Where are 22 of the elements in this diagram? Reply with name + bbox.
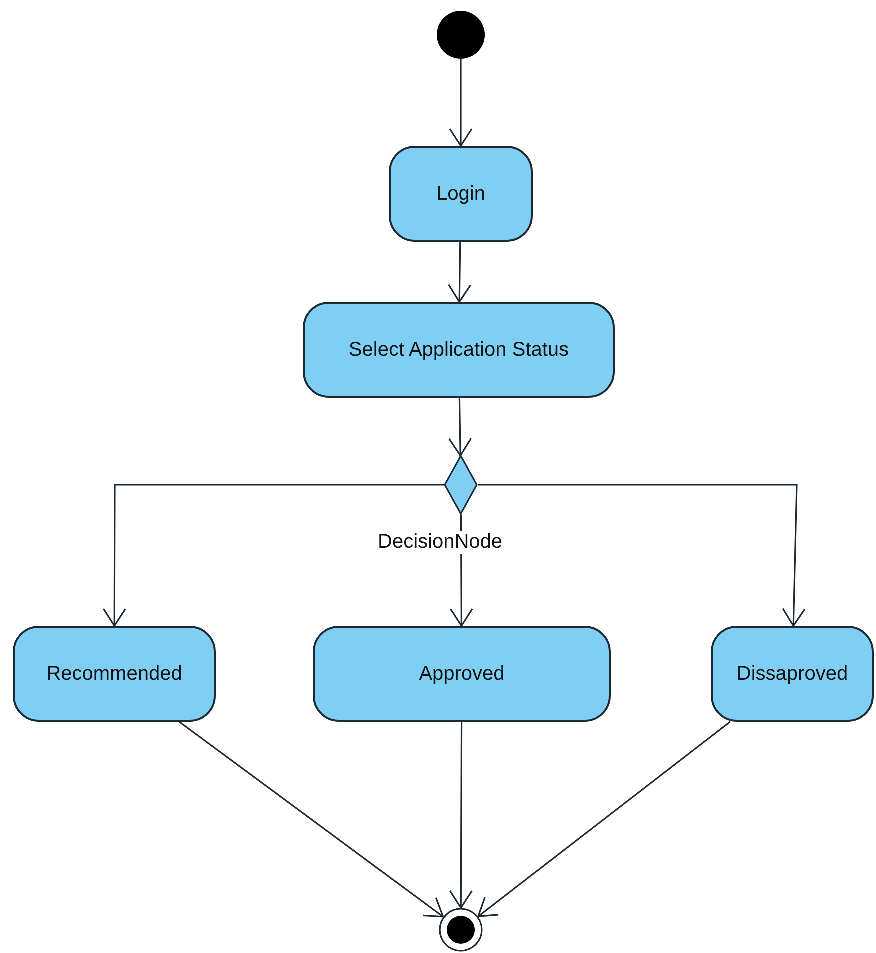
- arrow: [179, 721, 444, 918]
- action-box: [711, 626, 874, 722]
- node-caption: DecisionNode: [378, 531, 503, 554]
- arrow: [449, 722, 473, 909]
- initial-node: [437, 11, 485, 59]
- arrow: [448, 398, 472, 457]
- action-label: Recommended: [46, 662, 184, 686]
- final-node: [439, 908, 483, 952]
- action-box: [389, 146, 533, 242]
- action-label: Approved: [418, 662, 506, 686]
- arrow: [478, 721, 731, 918]
- arrow: [102, 484, 444, 627]
- action-label: Login: [436, 182, 486, 206]
- arrow: [448, 242, 472, 303]
- arrow: [478, 484, 806, 627]
- action-label: Dissaproved: [736, 662, 850, 686]
- action-box: [303, 302, 615, 398]
- arrow: [449, 59, 473, 147]
- decision-diamond: [444, 455, 478, 515]
- action-box: [313, 626, 611, 722]
- action-label: Select Application Status: [348, 338, 570, 362]
- action-box: [13, 626, 216, 722]
